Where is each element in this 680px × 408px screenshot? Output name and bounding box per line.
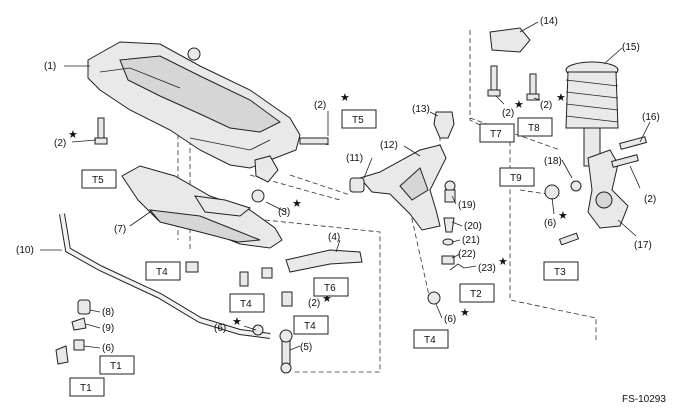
leader-lines — [40, 21, 651, 351]
support-plate — [121, 165, 283, 249]
front-crossmember — [87, 41, 301, 183]
torque-t1b: T1 — [110, 361, 122, 372]
torque-t2: T2 — [470, 289, 482, 300]
label-13: (13) — [412, 104, 430, 115]
torque-t5a: T5 — [92, 175, 104, 186]
torque-t8: T8 — [528, 123, 540, 134]
lateral-link — [285, 249, 363, 273]
label-2c: (2) — [308, 298, 320, 309]
star-icon: ★ — [498, 256, 508, 268]
label-6c: (6) — [444, 314, 456, 325]
torque-t4b: T4 — [240, 299, 252, 310]
coil-spring-strut — [565, 61, 619, 167]
part-labels: (1) (2) (2) (2) (2) (2) (2) (3) (4) (5) … — [16, 16, 660, 354]
label-14: (14) — [540, 16, 558, 27]
star-icon: ★ — [460, 307, 470, 319]
label-2a: (2) — [54, 138, 66, 149]
label-11: (11) — [346, 153, 363, 164]
strut-mount-bracket — [489, 27, 531, 53]
bolts — [94, 47, 647, 336]
label-8: (8) — [102, 307, 114, 318]
torque-t4c: T4 — [304, 321, 316, 332]
label-19: (19) — [458, 200, 476, 211]
label-6a: (6) — [102, 343, 114, 354]
label-12: (12) — [380, 140, 398, 151]
stabilizer-link — [279, 329, 293, 374]
torque-t9: T9 — [510, 173, 522, 184]
label-9: (9) — [102, 323, 114, 334]
torque-t1a: T1 — [80, 383, 92, 394]
tightening-stars: ★ ★ ★ ★ ★ ★ ★ ★ ★ ★ — [68, 92, 568, 328]
star-icon: ★ — [68, 129, 78, 141]
label-2d: (2) — [502, 108, 514, 119]
stabilizer-bar — [59, 213, 271, 339]
label-21: (21) — [462, 235, 480, 246]
label-3: (3) — [278, 207, 290, 218]
label-7: (7) — [114, 224, 126, 235]
figure-id: FS-10293 — [622, 394, 666, 405]
torque-t7: T7 — [490, 129, 502, 140]
torque-t4a: T4 — [156, 267, 168, 278]
label-16: (16) — [642, 112, 660, 123]
star-icon: ★ — [340, 92, 350, 104]
torque-boxes: T5 T5 T4 T4 T6 T4 T1 T1 T4 T2 T7 T8 T9 T… — [69, 109, 579, 397]
label-20: (20) — [464, 221, 482, 232]
star-icon: ★ — [292, 198, 302, 210]
star-icon: ★ — [322, 293, 332, 305]
label-2e: (2) — [540, 100, 552, 111]
label-6d: (6) — [544, 218, 556, 229]
label-18: (18) — [544, 156, 562, 167]
label-5: (5) — [300, 342, 312, 353]
label-22: (22) — [458, 249, 476, 260]
torque-t5b: T5 — [352, 115, 364, 126]
label-17: (17) — [634, 240, 652, 251]
front-arm — [349, 144, 447, 231]
label-4: (4) — [328, 232, 340, 243]
label-23: (23) — [478, 263, 496, 274]
ball-joint-hardware — [441, 217, 465, 271]
label-2f: (2) — [644, 194, 656, 205]
ball-joints — [433, 111, 456, 203]
star-icon: ★ — [556, 92, 566, 104]
label-2b: (2) — [314, 100, 326, 111]
star-icon: ★ — [232, 316, 242, 328]
label-15: (15) — [622, 42, 640, 53]
torque-t4d: T4 — [424, 335, 436, 346]
stabilizer-bushing-parts — [55, 299, 91, 365]
steering-knuckle — [587, 149, 629, 229]
star-icon: ★ — [514, 99, 524, 111]
label-1: (1) — [44, 61, 56, 72]
torque-t6: T6 — [324, 283, 336, 294]
star-icon: ★ — [558, 210, 568, 222]
torque-t3: T3 — [554, 267, 566, 278]
label-6b: (6) — [214, 323, 226, 334]
label-10: (10) — [16, 245, 34, 256]
